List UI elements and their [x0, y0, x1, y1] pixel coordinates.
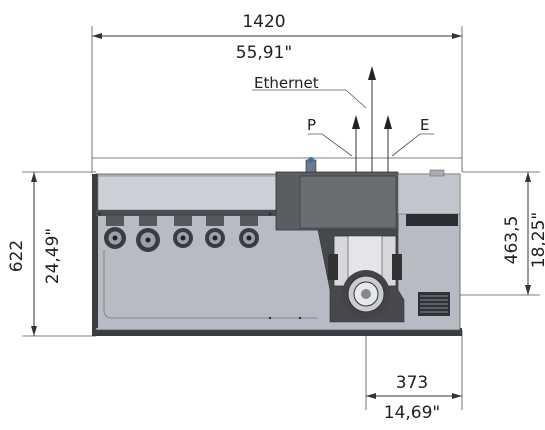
- detector-port: [104, 216, 126, 249]
- instrument-body: [92, 157, 462, 336]
- offset-dimension: 373 14,69": [365, 290, 463, 423]
- ethernet-arrow-icon: [368, 66, 376, 80]
- detector-port: [205, 216, 225, 248]
- base-plate: [92, 328, 462, 336]
- p-arrow-icon: [352, 115, 360, 129]
- right-height-mm: 463,5: [502, 216, 522, 265]
- detector-port: [136, 216, 160, 252]
- overall-width-mm: 1420: [242, 12, 285, 32]
- ethernet-label: Ethernet: [254, 74, 319, 92]
- e-label: E: [420, 116, 429, 134]
- overall-height-mm: 622: [7, 240, 27, 272]
- overall-height-in: 24,49": [43, 228, 63, 285]
- detector-ports: [104, 216, 259, 252]
- right-height-in: 18,25": [529, 212, 545, 269]
- e-arrow-icon: [384, 115, 392, 129]
- overall-width-dimension: 1420 55,91": [91, 12, 463, 172]
- overall-width-in: 55,91": [236, 43, 293, 63]
- overall-height-dimension: 622 24,49": [7, 171, 96, 337]
- connection-arrows: Ethernet P E: [252, 66, 434, 172]
- right-dark-slot: [406, 214, 458, 226]
- detector-port: [173, 216, 193, 248]
- detector-port: [239, 216, 259, 248]
- vent-grille: [418, 292, 450, 316]
- offset-mm: 373: [396, 373, 428, 393]
- top-panel: [97, 175, 277, 211]
- right-height-dimension: 463,5 18,25": [390, 171, 545, 296]
- offset-in: 14,69": [384, 403, 441, 423]
- p-label: P: [307, 116, 316, 134]
